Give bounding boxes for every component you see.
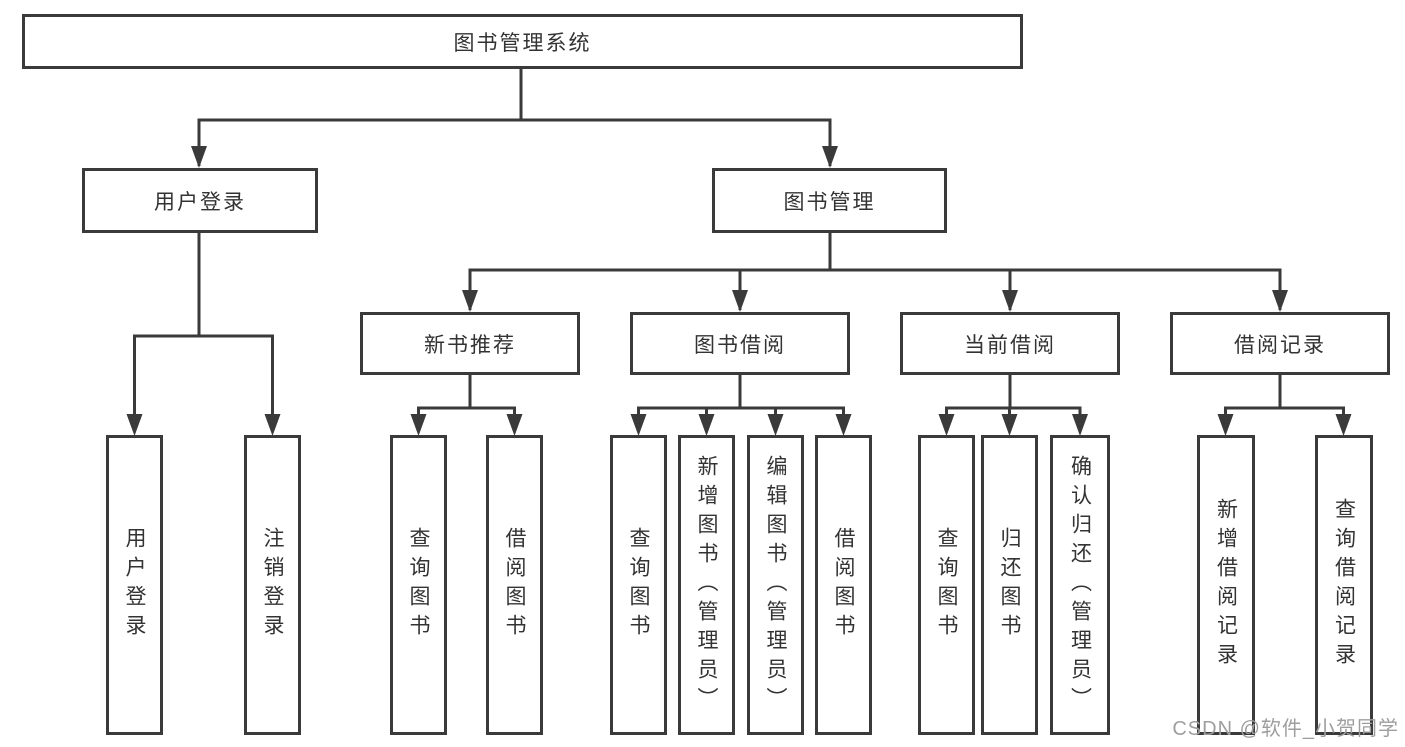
leaf-query-books-current: 查询图书	[918, 435, 975, 735]
leaf-borrow-books-recommend: 借阅图书	[486, 435, 543, 735]
leaf-user-login: 用户登录	[106, 435, 163, 735]
leaf-logout: 注销登录	[244, 435, 301, 735]
node-library-system: 图书管理系统	[22, 14, 1023, 69]
leaf-query-books-recommend: 查询图书	[390, 435, 447, 735]
leaf-return-book: 归还图书	[981, 435, 1038, 735]
leaf-add-borrow-record: 新增借阅记录	[1197, 435, 1255, 735]
leaf-query-books-borrow: 查询图书	[610, 435, 667, 735]
leaf-confirm-return-admin: 确认归还（管理员）	[1050, 435, 1110, 735]
node-book-management: 图书管理	[712, 168, 947, 233]
node-new-book-recommend: 新书推荐	[360, 312, 580, 375]
leaf-borrow-books: 借阅图书	[815, 435, 872, 735]
leaf-add-book-admin: 新增图书（管理员）	[678, 435, 735, 735]
node-book-borrow: 图书借阅	[630, 312, 850, 375]
leaf-query-borrow-record: 查询借阅记录	[1315, 435, 1373, 735]
node-user-login: 用户登录	[82, 168, 318, 233]
leaf-edit-book-admin: 编辑图书（管理员）	[747, 435, 804, 735]
node-borrow-records: 借阅记录	[1170, 312, 1390, 375]
node-current-borrow: 当前借阅	[900, 312, 1120, 375]
csdn-watermark: CSDN @软件_小贺同学	[1172, 718, 1399, 740]
